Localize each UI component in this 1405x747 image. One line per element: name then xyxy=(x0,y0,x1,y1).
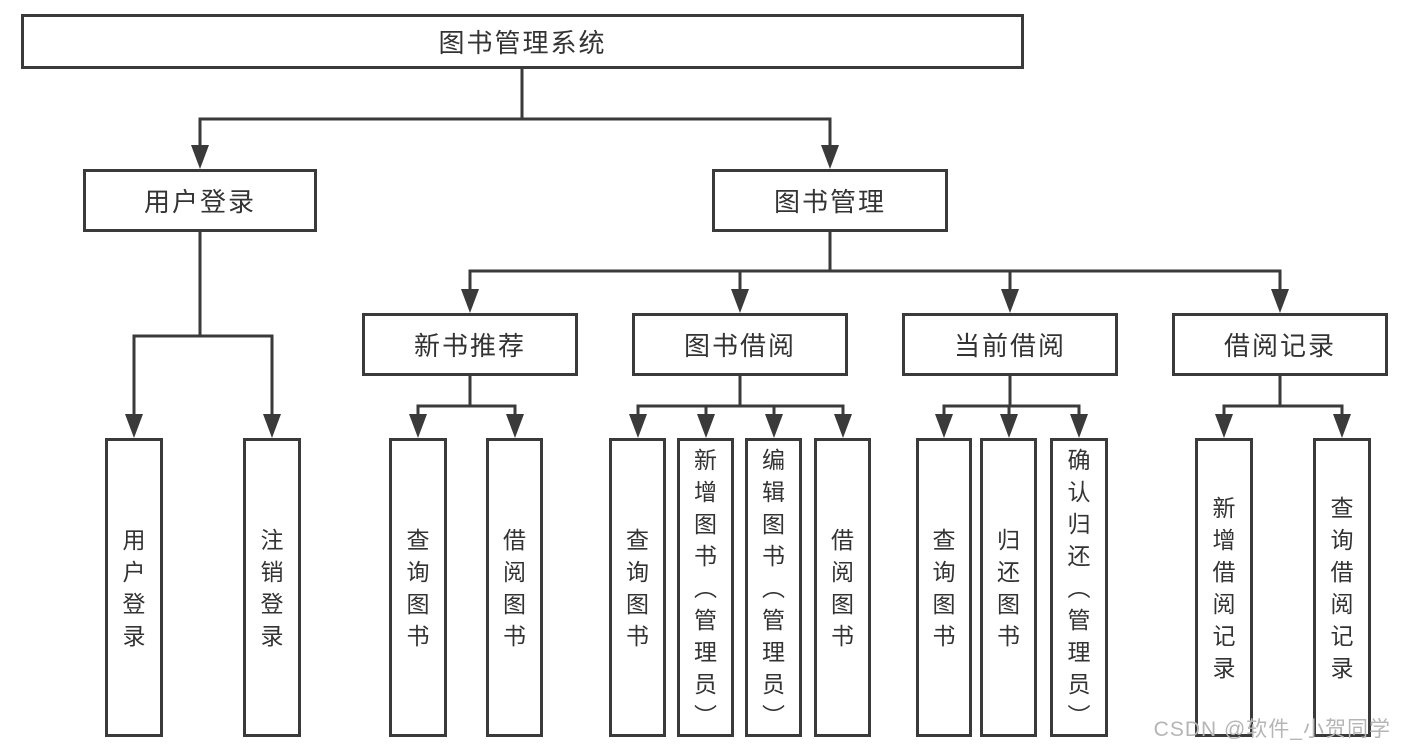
arrowhead-icon xyxy=(506,414,524,438)
node-label: 新 增 图 书 ︵ 管 理 员 ︶ xyxy=(694,446,717,729)
node-borrowing-records: 借阅记录 xyxy=(1172,313,1388,376)
arrowhead-icon xyxy=(409,414,427,438)
leaf-add-book-admin: 新 增 图 书 ︵ 管 理 员 ︶ xyxy=(677,438,734,737)
arrowhead-icon xyxy=(1215,414,1233,438)
node-label: 归 还 图 书 xyxy=(997,526,1020,649)
arrowhead-icon xyxy=(1333,414,1351,438)
node-label: 当前借阅 xyxy=(953,331,1066,361)
node-label: 查 询 图 书 xyxy=(932,526,956,649)
node-label: 图书借阅 xyxy=(683,331,796,361)
node-label: 用 户 登 录 xyxy=(122,526,146,649)
node-new-book-recommendation: 新书推荐 xyxy=(362,313,578,376)
arrowhead-icon xyxy=(1001,289,1019,313)
node-book-borrowing: 图书借阅 xyxy=(632,313,848,376)
leaf-borrow-books-recommend: 借 阅 图 书 xyxy=(486,438,543,737)
node-label: 注 销 登 录 xyxy=(260,526,284,649)
node-label: 借阅记录 xyxy=(1223,331,1336,361)
arrowhead-icon xyxy=(697,414,715,438)
leaf-add-borrow-record: 新 增 借 阅 记 录 xyxy=(1195,438,1253,737)
node-label: 新书推荐 xyxy=(413,331,526,361)
node-label: 图书管理 xyxy=(773,187,886,217)
arrowhead-icon xyxy=(1070,414,1088,438)
node-label: 确 认 归 还 ︵ 管 理 员 ︶ xyxy=(1067,446,1091,729)
arrowhead-icon xyxy=(125,414,143,438)
leaf-return-books: 归 还 图 书 xyxy=(980,438,1037,737)
leaf-borrow-books-borrowing: 借 阅 图 书 xyxy=(814,438,871,737)
node-label: 查 询 借 阅 记 录 xyxy=(1330,494,1354,681)
leaf-user-login: 用 户 登 录 xyxy=(105,438,163,737)
node-label: 借 阅 图 书 xyxy=(831,526,854,649)
node-user-login: 用户登录 xyxy=(83,169,317,232)
arrowhead-icon xyxy=(935,414,953,438)
arrowhead-icon xyxy=(765,414,783,438)
node-label: 用户登录 xyxy=(143,187,256,217)
arrowhead-icon xyxy=(1271,289,1289,313)
leaf-logout: 注 销 登 录 xyxy=(243,438,301,737)
node-current-borrowing: 当前借阅 xyxy=(902,313,1118,376)
arrowhead-icon xyxy=(1000,414,1018,438)
arrowhead-icon xyxy=(461,289,479,313)
leaf-query-books-recommend: 查 询 图 书 xyxy=(389,438,447,737)
node-label: 查 询 图 书 xyxy=(626,526,649,649)
node-label: 图书管理系统 xyxy=(438,28,607,58)
csdn-watermark: CSDN @软件_小贺同学 xyxy=(1153,718,1391,741)
leaf-confirm-return-admin: 确 认 归 还 ︵ 管 理 员 ︶ xyxy=(1050,438,1108,737)
arrowhead-icon xyxy=(629,414,647,438)
arrowhead-icon xyxy=(263,414,281,438)
node-label: 借 阅 图 书 xyxy=(503,526,526,649)
arrowhead-icon xyxy=(191,145,209,169)
node-label: 新 增 借 阅 记 录 xyxy=(1212,494,1236,681)
node-library-management-system: 图书管理系统 xyxy=(21,14,1024,69)
arrowhead-icon xyxy=(834,414,852,438)
leaf-query-books-borrowing: 查 询 图 书 xyxy=(609,438,666,737)
node-label: 查 询 图 书 xyxy=(406,526,430,649)
leaf-edit-book-admin: 编 辑 图 书 ︵ 管 理 员 ︶ xyxy=(745,438,802,737)
arrowhead-icon xyxy=(821,145,839,169)
leaf-query-books-current: 查 询 图 书 xyxy=(916,438,972,737)
node-book-management: 图书管理 xyxy=(712,169,948,232)
node-label: 编 辑 图 书 ︵ 管 理 员 ︶ xyxy=(762,446,785,729)
leaf-query-borrow-record: 查 询 借 阅 记 录 xyxy=(1313,438,1371,737)
arrowhead-icon xyxy=(731,289,749,313)
